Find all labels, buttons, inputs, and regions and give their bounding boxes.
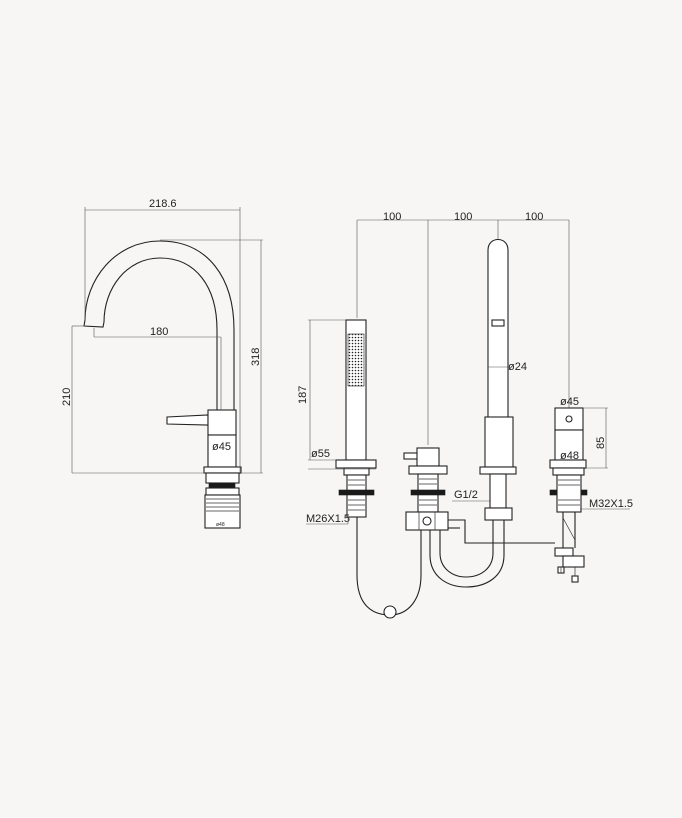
- valve-indicator: [565, 415, 573, 423]
- valve-tail: [562, 512, 576, 548]
- bath-spout: ø24 G1/2: [452, 238, 527, 521]
- handset-shank: [346, 474, 367, 518]
- spout-aerator: [83, 319, 105, 328]
- spout-shank: [489, 473, 507, 509]
- width-overall-label: 218.6: [149, 198, 177, 210]
- handset-length-label: 187: [297, 386, 309, 404]
- spout-reach-label: 180: [150, 326, 168, 338]
- body-diameter-label: ø45: [212, 441, 231, 453]
- mixer-base-flange: [203, 466, 242, 474]
- bath-set-front-view: 100 100 100 187: [297, 211, 633, 619]
- spout-aerator-slot: [491, 319, 505, 327]
- mixer-base-ring: [205, 472, 240, 484]
- hand-shower: 187 ø55 M26X1.5: [297, 319, 422, 619]
- pipe-u-bend-outer: [429, 520, 505, 588]
- valve-base-diameter-label: ø48: [560, 450, 579, 462]
- spout-body: [484, 416, 514, 468]
- diverter-body: [416, 447, 440, 467]
- valve-height-label: 85: [595, 437, 607, 449]
- valve-body: [554, 429, 584, 461]
- mixer-upper-body: [207, 409, 237, 436]
- diverter-valve: [403, 447, 449, 531]
- valve-outlet: [562, 555, 585, 568]
- valve-shank: [556, 474, 582, 513]
- diverter-knob: [403, 452, 419, 460]
- handset-washer: [338, 489, 375, 496]
- spout-height-label: 210: [61, 388, 73, 406]
- valve-fitting-2: [571, 575, 579, 583]
- base-diameter-label: ø48: [216, 522, 225, 528]
- valve-connector: [554, 547, 574, 557]
- dimension-height-overall: 318: [160, 239, 263, 474]
- spout-tube: [487, 238, 509, 418]
- hose-weight: [383, 605, 397, 619]
- valve-base-ring: [552, 467, 585, 476]
- lever-handle: [166, 414, 209, 426]
- inlet-thread-label: G1/2: [454, 489, 478, 501]
- dimension-spout-height: 210: [61, 325, 205, 474]
- spout-nut: [484, 507, 513, 521]
- dimension-spout-reach: 180: [93, 326, 222, 410]
- shower-hose: [356, 517, 422, 616]
- handset-holder-top: [335, 459, 377, 469]
- spout-diameter-label: ø24: [508, 361, 527, 373]
- spacing-1-label: 100: [383, 211, 401, 223]
- spout-base: [479, 466, 517, 475]
- mixer-nut: [205, 487, 240, 496]
- handset-base-label: ø55: [311, 448, 330, 460]
- mixer-washer: [208, 482, 236, 489]
- diverter-base: [408, 465, 448, 475]
- diverter-washer: [410, 489, 446, 496]
- diverter-connector-hole: [422, 516, 432, 526]
- mixer-lower-body: [207, 434, 237, 468]
- pipe-cross-outer: [448, 519, 555, 544]
- handset-spray-face: [347, 333, 365, 387]
- dimension-spacing: 100 100 100: [356, 211, 570, 445]
- mixer-shank: [204, 494, 241, 529]
- spacing-2-label: 100: [454, 211, 472, 223]
- spout-inner-curve: [103, 257, 218, 412]
- valve-thread-label: M32X1.5: [589, 498, 633, 510]
- basin-mixer-side-view: ø48 218.6 180 318 210: [61, 198, 263, 529]
- valve-body-diameter-label: ø45: [560, 396, 579, 408]
- spacing-3-label: 100: [525, 211, 543, 223]
- height-overall-label: 318: [250, 348, 262, 366]
- spout-outer-curve: [84, 240, 235, 412]
- handset-thread-label: M26X1.5: [306, 513, 350, 525]
- pipe-u-bend-inner: [439, 520, 494, 578]
- control-valve: ø45 85 ø48 M32X1.5: [549, 396, 633, 583]
- dimension-width-overall: 218.6: [84, 198, 241, 473]
